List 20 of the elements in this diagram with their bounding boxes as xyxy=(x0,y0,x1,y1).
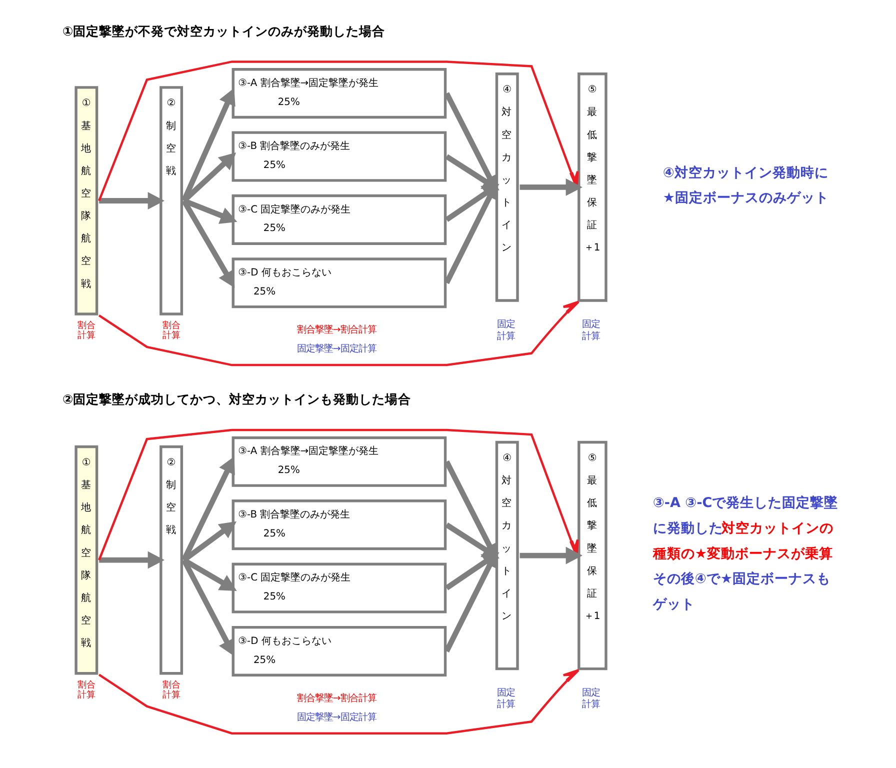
label: ④対空カットイン発動時に★固定ボーナスのみゲット xyxy=(662,164,830,206)
label: 割合撃墜→割合計算 xyxy=(296,324,377,336)
label: 対空カットインの xyxy=(722,520,834,537)
label: ①固定撃墜が不発で対空カットインのみが発動した場合 xyxy=(62,23,386,38)
label: 固定計算 xyxy=(497,687,516,710)
label: 固定計算 xyxy=(582,687,600,710)
label: 割合撃墜→割合計算 xyxy=(296,692,377,704)
node-label: 割合計算 xyxy=(77,321,96,341)
label: 種類の★変動ボーナスが乗算 xyxy=(652,546,834,562)
label: 固定計算 xyxy=(497,319,516,342)
node-label: 割合計算 xyxy=(162,321,180,341)
label: ③-A ③-Cで発生した固定撃墜 xyxy=(652,495,838,512)
label: 固定計算 xyxy=(582,319,600,342)
label: その後④で★固定ボーナスもゲット xyxy=(652,571,831,612)
label: ②固定撃墜が成功してかつ、対空カットインも発動した場合 xyxy=(62,392,412,407)
label: 固定撃墜→固定計算 xyxy=(296,712,377,723)
label: に発動した xyxy=(652,520,723,537)
node-label: 割合計算 xyxy=(77,680,96,700)
node-label: 割合計算 xyxy=(162,680,180,700)
label: 固定撃墜→固定計算 xyxy=(296,343,377,354)
